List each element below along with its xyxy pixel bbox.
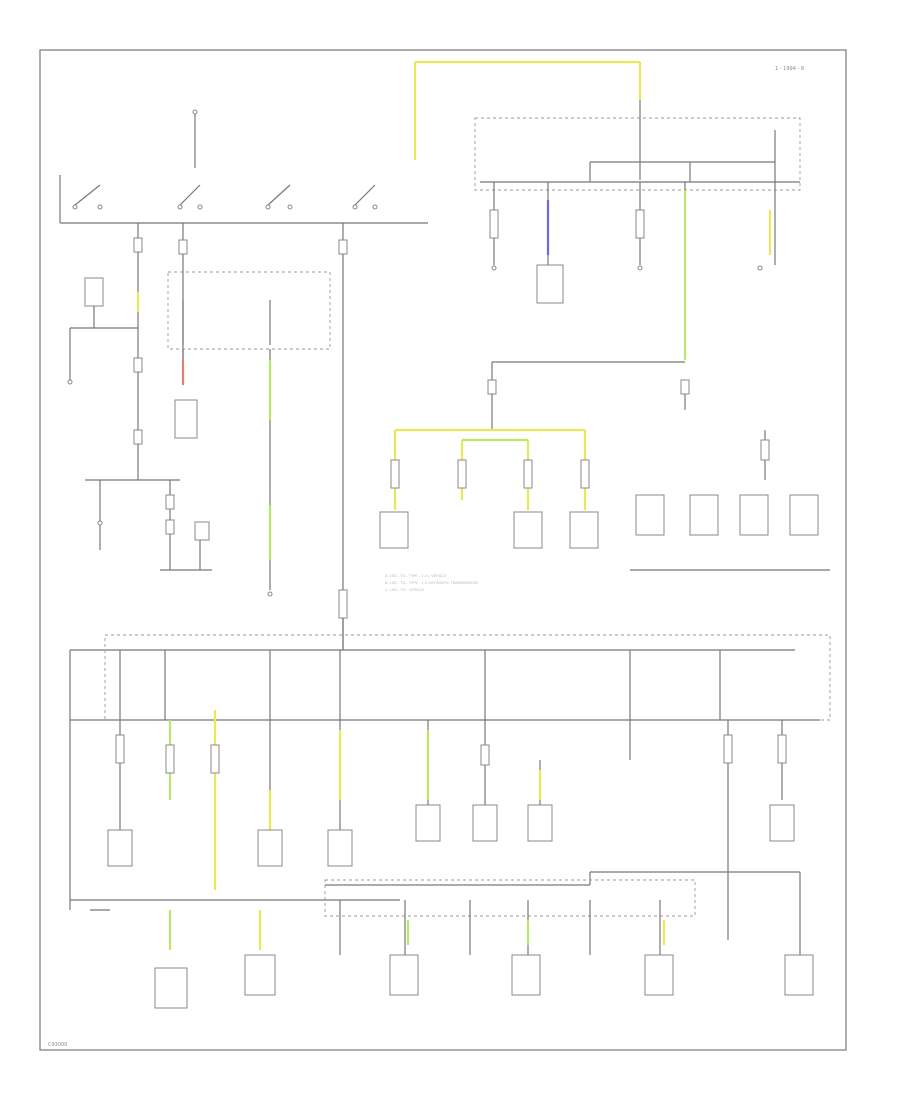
lower-distribution — [69, 871, 814, 1009]
diagram-frame — [39, 49, 847, 1051]
page-label: 1 - 1994 - 6 — [775, 66, 804, 72]
note-line-2: B. LSD - TG - TYPE - 1.3 AUTOMATIC TRANS… — [385, 581, 478, 585]
ignition-feeds — [133, 223, 348, 650]
notes: A. LSD - TG - TYPE - 1.4 L VEHICLE B. LS… — [385, 574, 478, 592]
top-right-fuse-box — [413, 60, 801, 360]
fuse-box-left — [167, 271, 331, 597]
note-line-1: A. LSD - TG - TYPE - 1.4 L VEHICLE — [385, 574, 447, 578]
starter-branch — [67, 277, 212, 571]
footer-label: C93000 — [48, 1042, 67, 1048]
middle-right-branch — [379, 361, 830, 571]
bottom-branches — [107, 710, 795, 940]
note-line-3: C. LSD - TG - VEHICLE — [385, 588, 425, 592]
ignition-switch — [59, 109, 428, 224]
bottom-fuse-box — [69, 589, 831, 880]
